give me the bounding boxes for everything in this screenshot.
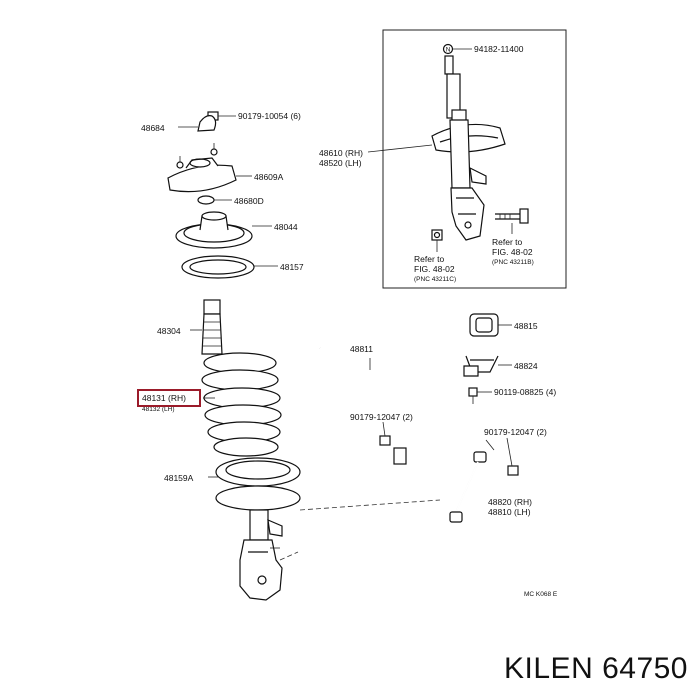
shock-absorber xyxy=(215,485,301,601)
inset-strut-assembly: N xyxy=(367,43,529,252)
label-48810: 48810 (LH) xyxy=(488,507,531,517)
refer-note-2-line1: Refer to xyxy=(492,237,523,247)
label-48132: 48132 (LH) xyxy=(142,406,175,413)
dashed-leader-1 xyxy=(299,499,441,511)
label-48044: 48044 xyxy=(274,222,298,232)
bracket-48824 xyxy=(463,355,512,377)
refer-note-1-line2: FIG. 48-02 xyxy=(414,264,455,274)
label-48824: 48824 xyxy=(514,361,538,371)
highlight-box xyxy=(137,389,201,407)
brand-part-number: KILEN 64750 xyxy=(504,652,688,685)
label-90119-08825: 90119-08825 (4) xyxy=(494,387,556,397)
support-48609a xyxy=(167,143,252,193)
label-94182-11400: 94182-11400 xyxy=(474,44,524,54)
upper-seat-48044 xyxy=(175,211,272,249)
link-48820 xyxy=(449,439,495,523)
label-48684: 48684 xyxy=(141,123,165,133)
label-48811: 48811 xyxy=(350,344,373,354)
insulator-48157 xyxy=(181,255,278,279)
label-48520: 48520 (LH) xyxy=(319,158,362,168)
lower-insulator-48159a xyxy=(208,457,301,487)
nut-90179-right xyxy=(506,437,519,476)
label-48610: 48610 (RH) xyxy=(319,148,363,158)
svg-text:N: N xyxy=(446,47,451,54)
label-48815: 48815 xyxy=(514,321,538,331)
label-48157: 48157 xyxy=(280,262,304,272)
nut-90179-left xyxy=(379,421,391,446)
label-90179-10054: 90179-10054 (6) xyxy=(238,111,301,121)
label-48609a: 48609A xyxy=(254,172,284,182)
label-90179-12047-right: 90179-12047 (2) xyxy=(484,427,547,437)
refer-note-1-line1: Refer to xyxy=(414,254,445,264)
mount-nut-and-cap xyxy=(178,111,236,132)
label-48820: 48820 (RH) xyxy=(488,497,532,507)
label-48159a: 48159A xyxy=(164,473,194,483)
label-48131: 48131 (RH) xyxy=(142,393,186,403)
bushing-48815 xyxy=(469,313,512,337)
inset-frame xyxy=(382,29,567,289)
stabilizer-bar xyxy=(319,346,434,465)
bumper-48304 xyxy=(190,299,223,355)
coil-spring xyxy=(201,352,282,457)
bolt-90119 xyxy=(468,387,492,404)
refer-note-1-line3: (PNC 43211C) xyxy=(414,276,456,283)
diagram-code: MC K068 E xyxy=(524,591,558,598)
label-48304: 48304 xyxy=(157,326,181,336)
label-48680d: 48680D xyxy=(234,196,264,206)
refer-note-2-line3: (PNC 43211B) xyxy=(492,259,534,266)
refer-note-2-line2: FIG. 48-02 xyxy=(492,247,533,257)
dashed-leader-2 xyxy=(279,551,299,561)
label-90179-12047-left: 90179-12047 (2) xyxy=(350,412,413,422)
bearing-48680d xyxy=(197,195,232,205)
